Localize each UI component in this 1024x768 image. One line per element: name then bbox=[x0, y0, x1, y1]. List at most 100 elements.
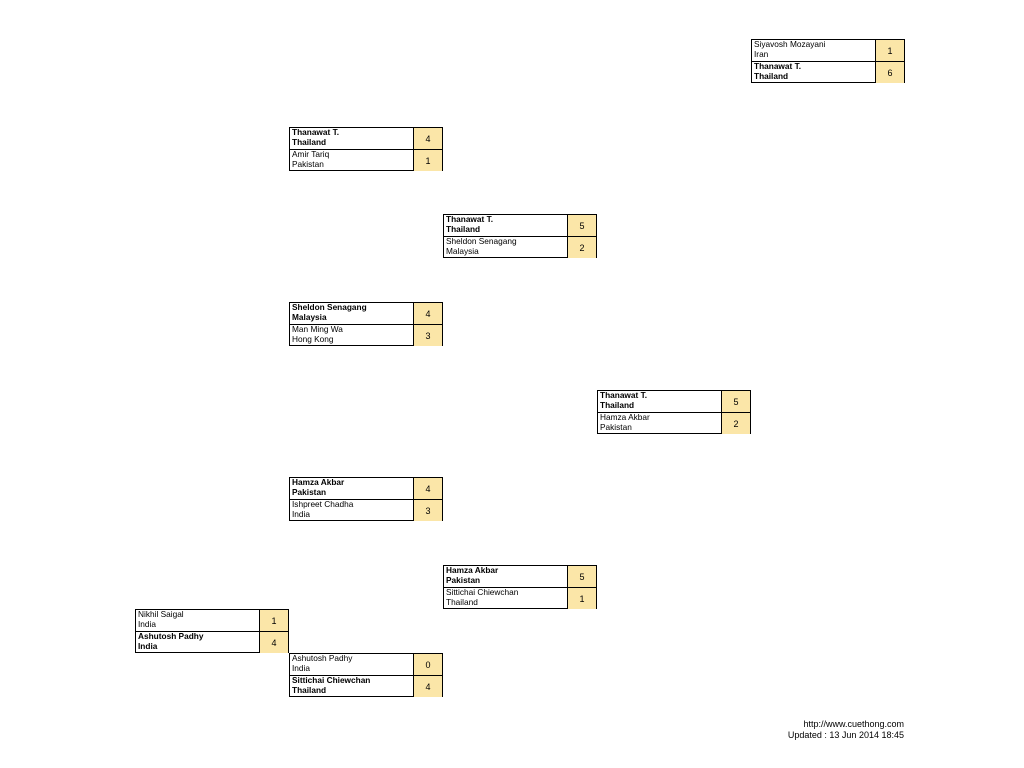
player-country: Thailand bbox=[292, 136, 327, 147]
score-cell: 1 bbox=[568, 588, 596, 609]
player-name: Nikhil Saigal bbox=[138, 610, 184, 619]
player-name: Amir Tariq bbox=[292, 150, 330, 159]
player-country: Thailand bbox=[446, 596, 478, 607]
player-cell: Thanawat T.Thailand bbox=[444, 215, 568, 236]
player-country: India bbox=[138, 640, 158, 651]
player-country: India bbox=[138, 618, 156, 629]
player-name: Siyavosh Mozayani bbox=[754, 40, 826, 49]
footer: http://www.cuethong.com Updated : 13 Jun… bbox=[788, 719, 904, 741]
score-cell: 4 bbox=[414, 676, 442, 697]
footer-updated: Updated : 13 Jun 2014 18:45 bbox=[787, 730, 904, 740]
player-cell: Thanawat T.Thailand bbox=[598, 391, 722, 412]
score-cell: 1 bbox=[260, 610, 288, 631]
player-name: Hamza Akbar bbox=[600, 413, 650, 422]
player-country: Malaysia bbox=[446, 245, 479, 256]
score-cell: 2 bbox=[722, 413, 750, 434]
player-name: Sheldon Senagang bbox=[446, 237, 517, 246]
score-cell: 0 bbox=[414, 654, 442, 675]
player-country: India bbox=[292, 508, 310, 519]
score-cell: 1 bbox=[876, 40, 904, 61]
player-country: Iran bbox=[754, 48, 769, 59]
player-country: Pakistan bbox=[446, 574, 481, 585]
player-name: Hamza Akbar bbox=[446, 566, 499, 575]
player-cell: Thanawat T.Thailand bbox=[290, 128, 414, 149]
player-name: Thanawat T. bbox=[292, 128, 340, 137]
score-cell: 4 bbox=[414, 303, 442, 324]
player-country: Hong Kong bbox=[292, 333, 334, 344]
player-country: Malaysia bbox=[292, 311, 327, 322]
score-cell: 6 bbox=[876, 62, 904, 83]
score-cell: 1 bbox=[414, 150, 442, 171]
player-name: Ashutosh Padhy bbox=[292, 654, 353, 663]
score-cell: 3 bbox=[414, 325, 442, 346]
player-name: Thanawat T. bbox=[754, 62, 802, 71]
player-name: Sittichai Chiewchan bbox=[292, 676, 371, 685]
player-country: Pakistan bbox=[292, 486, 327, 497]
score-cell: 5 bbox=[568, 215, 596, 236]
player-cell: Thanawat T.Thailand bbox=[752, 62, 876, 83]
player-country: Thailand bbox=[292, 684, 327, 695]
player-name: Ashutosh Padhy bbox=[138, 632, 204, 641]
player-name: Thanawat T. bbox=[446, 215, 494, 224]
score-cell: 2 bbox=[568, 237, 596, 258]
player-name: Sheldon Senagang bbox=[292, 303, 367, 312]
score-cell: 3 bbox=[414, 500, 442, 521]
player-country: Pakistan bbox=[292, 158, 324, 169]
player-country: Thailand bbox=[600, 399, 635, 410]
score-cell: 4 bbox=[260, 632, 288, 653]
player-name: Man Ming Wa bbox=[292, 325, 343, 334]
score-cell: 4 bbox=[414, 478, 442, 499]
score-cell: 4 bbox=[414, 128, 442, 149]
player-name: Sittichai Chiewchan bbox=[446, 588, 519, 597]
player-country: India bbox=[292, 662, 310, 673]
player-country: Thailand bbox=[754, 70, 789, 81]
player-name: Ishpreet Chadha bbox=[292, 500, 354, 509]
player-country: Thailand bbox=[446, 223, 481, 234]
score-cell: 5 bbox=[568, 566, 596, 587]
footer-url[interactable]: http://www.cuethong.com bbox=[803, 719, 904, 729]
score-cell: 5 bbox=[722, 391, 750, 412]
player-name: Hamza Akbar bbox=[292, 478, 345, 487]
